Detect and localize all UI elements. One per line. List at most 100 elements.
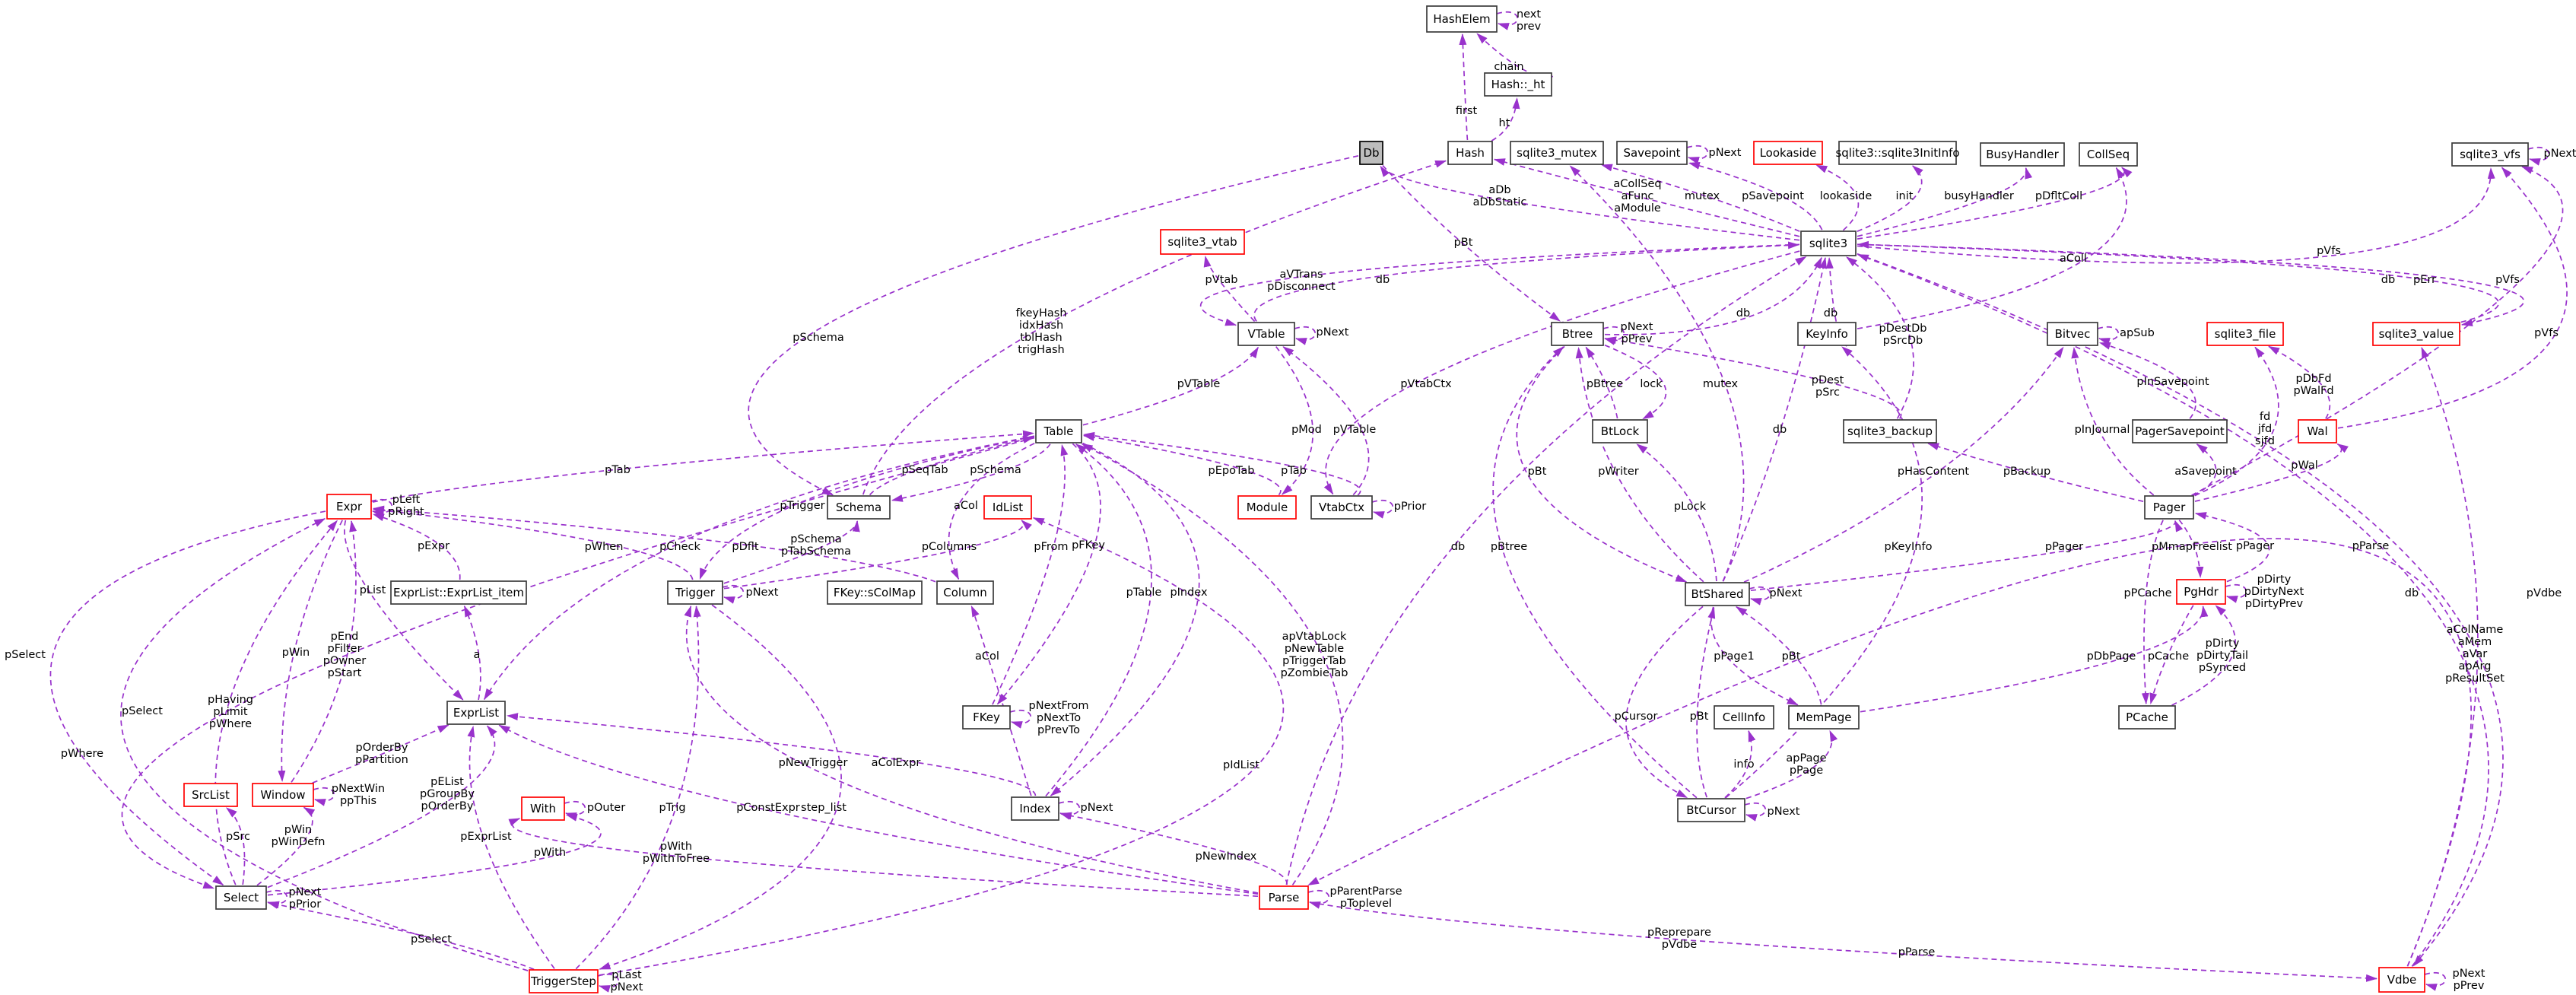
node-Hash_ht[interactable]: Hash::_ht — [1484, 72, 1552, 97]
edge-label-pNext: pNext — [2544, 148, 2576, 160]
node-FKey_sColMap[interactable]: FKey::sColMap — [827, 580, 923, 605]
edge-label-pVfs: pVfs — [2534, 327, 2559, 339]
edge-sqlite3_value-sqlite3-db — [1857, 240, 2499, 323]
node-BtCursor[interactable]: BtCursor — [1677, 798, 1745, 822]
node-label-Schema: Schema — [836, 501, 881, 514]
edge-VtabCtx-VTable-pVTable — [1282, 346, 1370, 496]
node-BtShared[interactable]: BtShared — [1685, 582, 1750, 606]
node-VtabCtx[interactable]: VtabCtx — [1310, 495, 1373, 520]
node-Window[interactable]: Window — [252, 783, 314, 807]
edge-sqlite3_vfs-sqlite3_vfs-pNext — [2527, 147, 2549, 166]
node-sqlite3_backup[interactable]: sqlite3_backup — [1843, 419, 1937, 443]
node-Bitvec[interactable]: Bitvec — [2047, 322, 2098, 346]
node-PCache[interactable]: PCache — [2118, 705, 2176, 730]
node-Index[interactable]: Index — [1011, 796, 1059, 821]
edge-Select-Expr-pHaving — [214, 520, 338, 885]
edge-sqlite3-Savepoint-pSavepoint — [1688, 162, 1823, 230]
node-Wal[interactable]: Wal — [2298, 419, 2337, 443]
edge-BtCursor-BtCursor-pNext — [1744, 803, 1766, 822]
edge-label-pWriter: pWriter — [1598, 466, 1638, 478]
edge-sqlite3-sqlite3_value-pErr — [1857, 243, 2524, 327]
node-label-sqlite3_file: sqlite3_file — [2215, 327, 2276, 342]
edge-label-pNext: pNext — [1770, 587, 1803, 599]
edge-Select-Select-pNext — [265, 890, 287, 909]
edge-label-pTab: pTab — [605, 464, 631, 476]
node-sqlite3InitInfo[interactable]: sqlite3::sqlite3InitInfo — [1835, 141, 1960, 165]
node-Btree[interactable]: Btree — [1551, 322, 1604, 346]
node-label-FKey: FKey — [973, 710, 1000, 724]
node-PgHdr[interactable]: PgHdr — [2176, 579, 2226, 605]
edge-TriggerStep-ExprList-pExprList — [467, 725, 555, 969]
edge-label-mutex: mutex — [1685, 190, 1720, 202]
edge-label-pHasContent: pHasContent — [1898, 466, 1970, 478]
edge-MemPage-PgHdr-pDbPage — [1860, 606, 2209, 713]
node-HashElem[interactable]: HashElem — [1426, 5, 1498, 33]
node-label-CollSeq: CollSeq — [2087, 148, 2130, 161]
node-Lookaside[interactable]: Lookaside — [1753, 141, 1823, 165]
node-label-Pager: Pager — [2153, 501, 2186, 514]
node-CollSeq[interactable]: CollSeq — [2079, 142, 2138, 167]
node-Pager[interactable]: Pager — [2144, 495, 2194, 520]
edge-Wal-sqlite3_vfs-pVfs — [2337, 167, 2568, 429]
edge-label-db: db — [1376, 274, 1390, 286]
node-Vdbe[interactable]: Vdbe — [2378, 967, 2425, 993]
node-Table[interactable]: Table — [1035, 419, 1082, 443]
edge-VTable-VTable-pNext — [1294, 326, 1316, 345]
node-ExprList_item[interactable]: ExprList::ExprList_item — [390, 580, 527, 605]
edge-label-pFKey: pFKey — [1072, 539, 1105, 552]
node-label-FKey_sColMap: FKey::sColMap — [834, 586, 916, 599]
node-PagerSavepoint[interactable]: PagerSavepoint — [2132, 419, 2228, 443]
edge-Window-Window-pNextWin — [313, 787, 335, 806]
node-Db[interactable]: Db — [1359, 141, 1383, 165]
node-MemPage[interactable]: MemPage — [1788, 705, 1860, 730]
node-SrcList[interactable]: SrcList — [183, 783, 238, 807]
edge-label-pVfs: pVfs — [2317, 245, 2341, 257]
node-Schema[interactable]: Schema — [827, 495, 891, 520]
node-CellInfo[interactable]: CellInfo — [1714, 705, 1774, 730]
node-Select[interactable]: Select — [215, 885, 267, 910]
node-VTable[interactable]: VTable — [1237, 322, 1295, 346]
edge-label-db: db — [1773, 424, 1787, 436]
edge-PagerSavepoint-Bitvec-pInSavepoint — [2098, 342, 2196, 419]
node-Parse[interactable]: Parse — [1259, 885, 1309, 910]
node-ExprList[interactable]: ExprList — [446, 701, 506, 725]
edge-Table-Index-pIndex — [1050, 442, 1200, 796]
node-BtLock[interactable]: BtLock — [1592, 419, 1648, 443]
node-Expr[interactable]: Expr — [326, 494, 372, 520]
edge-Parse-ExprList-pConstExpr — [498, 724, 1259, 895]
edge-Savepoint-Savepoint-pNext — [1686, 145, 1708, 164]
node-TriggerStep[interactable]: TriggerStep — [529, 969, 599, 993]
node-sqlite3[interactable]: sqlite3 — [1800, 230, 1857, 256]
edge-label-pBackup: pBackup — [2003, 466, 2050, 478]
node-IdList[interactable]: IdList — [983, 495, 1032, 520]
node-sqlite3_file[interactable]: sqlite3_file — [2206, 322, 2284, 346]
node-Module[interactable]: Module — [1237, 495, 1297, 520]
node-Trigger[interactable]: Trigger — [667, 580, 723, 605]
edge-Column-Expr-pDflt — [373, 505, 936, 583]
node-KeyInfo[interactable]: KeyInfo — [1797, 322, 1857, 346]
node-sqlite3_mutex[interactable]: sqlite3_mutex — [1510, 141, 1604, 165]
node-BusyHandler[interactable]: BusyHandler — [1980, 142, 2065, 167]
node-label-Hash_ht: Hash::_ht — [1491, 78, 1545, 92]
node-sqlite3_value[interactable]: sqlite3_value — [2372, 322, 2460, 346]
edge-label-apSub: apSub — [2120, 327, 2155, 339]
node-sqlite3_vfs[interactable]: sqlite3_vfs — [2451, 142, 2529, 167]
node-Savepoint[interactable]: Savepoint — [1616, 141, 1688, 165]
node-Column[interactable]: Column — [936, 580, 994, 605]
edge-Parse-With-pWith — [508, 818, 1259, 898]
edge-FKey-FKey-pNextFrom — [1009, 710, 1031, 729]
edge-label-pLock: pLock — [1674, 501, 1707, 513]
node-FKey[interactable]: FKey — [962, 705, 1011, 730]
node-With[interactable]: With — [521, 796, 565, 821]
edge-Expr-Select-pSelect — [49, 510, 326, 885]
node-sqlite3_vtab[interactable]: sqlite3_vtab — [1160, 229, 1245, 255]
edge-label-pSrc: pSrc — [226, 831, 250, 843]
edge-Parse-Vdbe-pReprepare — [1309, 901, 2377, 982]
edge-Vdbe-sqlite3-db — [1857, 253, 2489, 967]
node-Hash[interactable]: Hash — [1447, 141, 1493, 165]
